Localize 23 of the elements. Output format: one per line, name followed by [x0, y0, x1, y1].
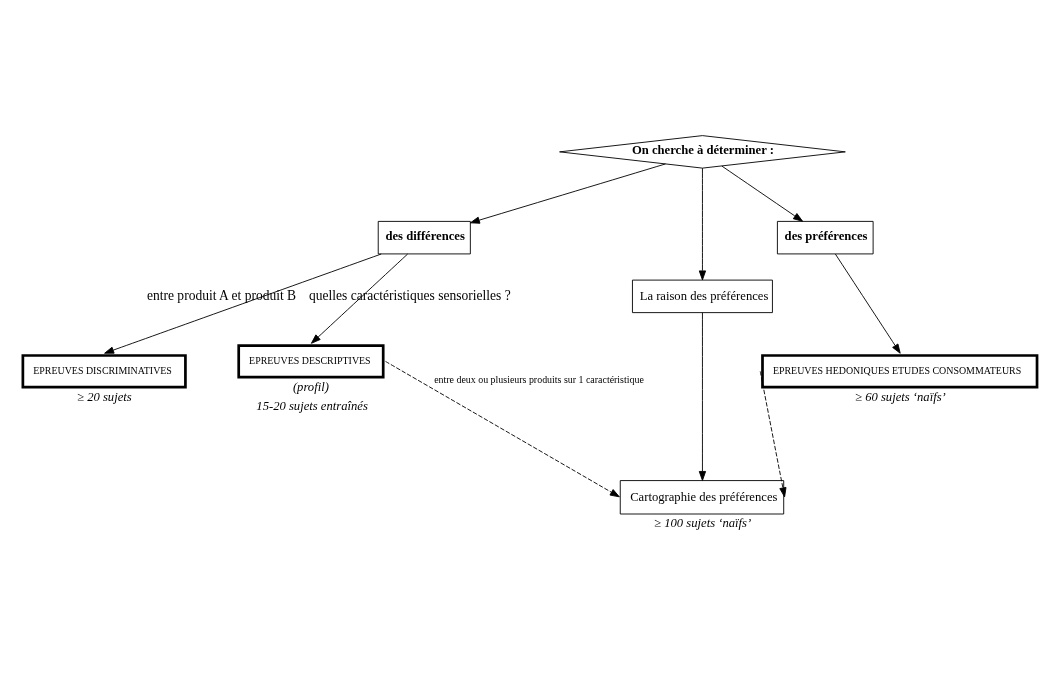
node-label: (profil) — [292, 379, 329, 394]
arrow — [310, 253, 409, 344]
arrow — [759, 370, 787, 497]
arrow — [698, 167, 707, 280]
node-box: EPREUVES DESCRIPTIVES — [237, 343, 385, 379]
label: entre deux ou plusieurs produits sur 1 caractéristique — [434, 373, 644, 385]
arrow — [385, 360, 620, 497]
node-box: des différences — [377, 220, 471, 254]
node-box: EPREUVES HEDONIQUES ETUDES CONSOMMATEURS — [761, 353, 1039, 388]
node-box: des préférences — [776, 220, 874, 254]
node-box: La raison des préférences — [632, 279, 773, 313]
arrow — [721, 165, 803, 222]
node-label: ≥ 100 sujets ‘naïfs’ — [654, 515, 752, 530]
arrow — [834, 253, 901, 354]
node-label: ≥ 20 sujets — [77, 389, 132, 404]
node-diamond: On cherche à déterminer : — [559, 134, 846, 169]
node-label: 15-20 sujets entraînés — [256, 398, 368, 413]
node-label: ≥ 60 sujets ‘naïfs’ — [855, 389, 946, 404]
arrow — [698, 311, 707, 481]
node-box: EPREUVES DISCRIMINATIVES — [21, 353, 187, 388]
arrow — [469, 162, 666, 224]
edge-label: quelles caractéristiques sensorielles ? — [308, 287, 511, 303]
arrow — [104, 253, 382, 354]
